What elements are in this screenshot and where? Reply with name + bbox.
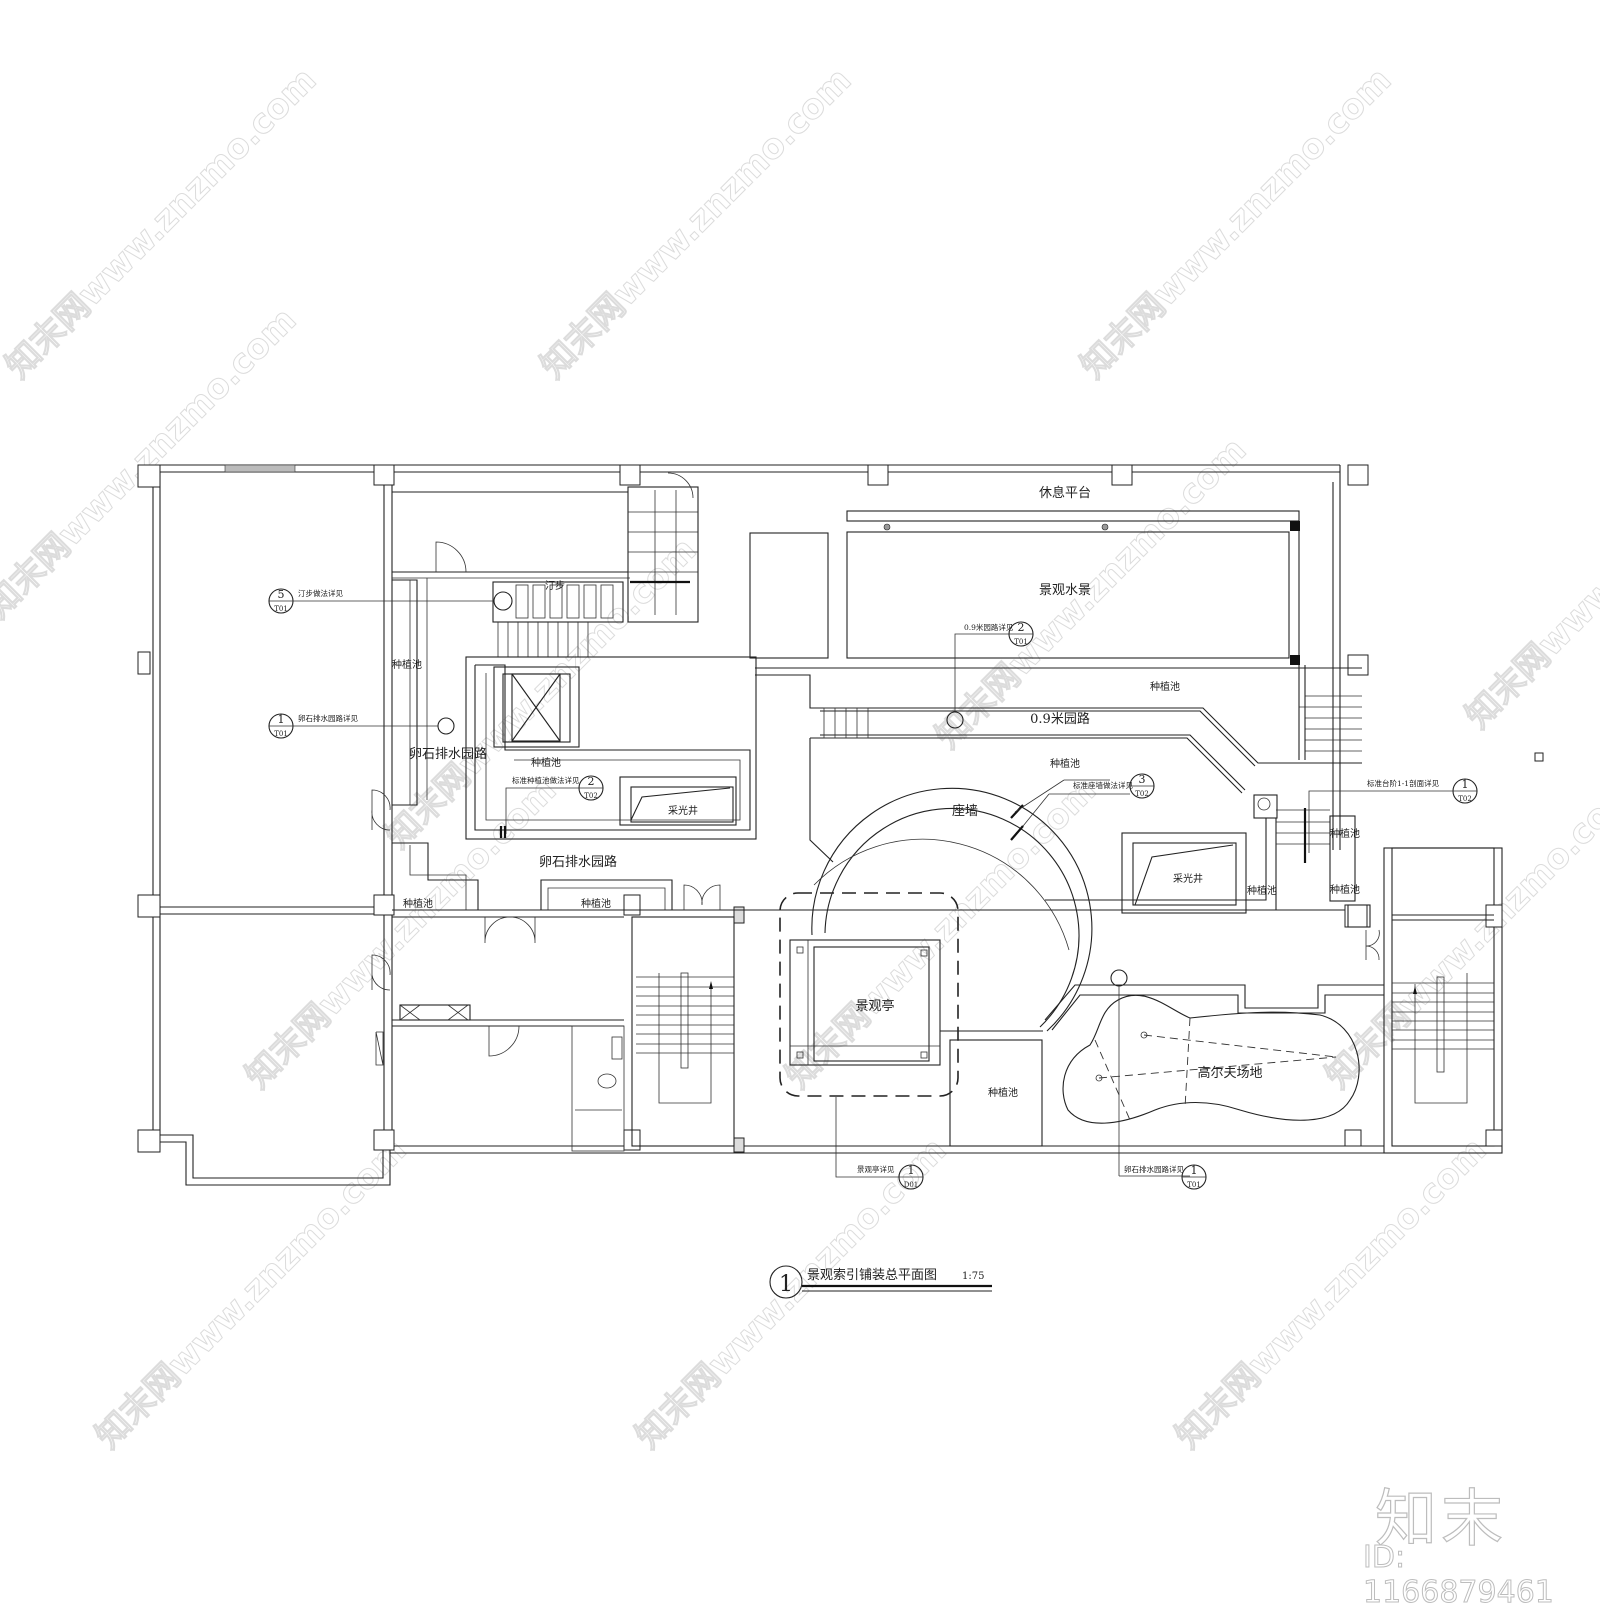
svg-text:5: 5	[278, 588, 285, 601]
stair-top	[627, 472, 699, 623]
label-seat-wall: 座墙	[952, 804, 978, 819]
svg-text:景观亭详见: 景观亭详见	[857, 1164, 895, 1174]
building-outline	[138, 464, 1503, 1186]
callout-standard-planter: 2 T02 标准种植池做法详见	[499, 775, 604, 838]
callouts: 5 T01 汀步做法详见 1 T01 卵石排水园路详见 2 T01 0.9米园路…	[268, 588, 1478, 1190]
label-planter: 种植池	[531, 756, 561, 769]
drawing-title: 景观索引铺装总平面图	[807, 1268, 937, 1283]
svg-text:T01: T01	[1014, 638, 1028, 646]
label-skylight: 采光井	[1173, 872, 1203, 885]
watermark-text: 知末网www.znzmo.com	[533, 60, 859, 386]
callout-pebble-path-bottom: 1 T01 卵石排水园路详见	[1124, 1164, 1207, 1190]
svg-text:T02: T02	[584, 792, 598, 800]
lamp-steps	[435, 541, 624, 657]
label-planter: 种植池	[1247, 884, 1277, 897]
corridor-rooms	[371, 789, 625, 1152]
area-labels: 休息平台 景观水景 种植池 0.9米园路 种植池 种植池 汀步 卵石排水园路 种…	[392, 485, 1360, 1099]
title-number: 1	[779, 1272, 793, 1297]
svg-text:1: 1	[1191, 1164, 1198, 1177]
label-rest-platform: 休息平台	[1039, 485, 1091, 501]
label-planter: 种植池	[1050, 757, 1080, 770]
label-lamp-steps: 汀步	[545, 580, 565, 592]
svg-text:0.9米园路详见: 0.9米园路详见	[964, 622, 1014, 632]
label-planter: 种植池	[1150, 680, 1180, 693]
label-skylight: 采光井	[668, 804, 698, 817]
label-water-feature: 景观水景	[1039, 583, 1091, 598]
right-skylight-block	[1045, 794, 1380, 961]
seat-wall	[811, 779, 1110, 1032]
label-planter: 种植池	[1330, 883, 1360, 896]
water-feature-area	[749, 510, 1362, 760]
svg-text:3: 3	[1139, 773, 1146, 786]
stair-middle	[631, 916, 735, 1147]
svg-text:1: 1	[908, 1164, 915, 1177]
svg-text:2: 2	[1018, 621, 1025, 634]
watermark-text: 知末网www.znzmo.com	[778, 770, 1104, 1096]
svg-text:D01: D01	[904, 1181, 919, 1189]
svg-text:标准台阶1-1剖面详见: 标准台阶1-1剖面详见	[1367, 778, 1440, 788]
svg-text:汀步做法详见: 汀步做法详见	[298, 588, 343, 598]
callout-standard-steps: 1 T02 标准台阶1-1剖面详见	[1308, 778, 1478, 853]
watermark-text: 知末网www.znzmo.com	[1073, 60, 1399, 386]
watermark-text: 知末网www.znzmo.com	[928, 430, 1254, 756]
path-09m	[755, 667, 1362, 863]
svg-text:T01: T01	[274, 730, 288, 738]
brand-logo-text: 知末	[1374, 1481, 1508, 1555]
watermark-text: 知末网www.znzmo.com	[1458, 410, 1600, 736]
watermark-text: 知末网www.znzmo.com	[1318, 770, 1600, 1096]
drawing-title-block: 1 景观索引铺装总平面图 1:75	[769, 1265, 992, 1299]
label-path-09m: 0.9米园路	[1030, 711, 1090, 727]
label-planter: 种植池	[581, 897, 611, 910]
callout-pebble-path: 1 T01 卵石排水园路详见	[268, 713, 455, 739]
svg-text:2: 2	[588, 775, 595, 788]
label-planter: 种植池	[392, 658, 422, 671]
stair-right	[1392, 914, 1494, 1104]
svg-text:T02: T02	[1135, 790, 1149, 798]
callout-seat-wall: 3 T02 标准座墙做法详见	[1010, 773, 1155, 841]
label-pebble-path: 卵石排水园路	[409, 746, 487, 762]
svg-text:1: 1	[1462, 778, 1469, 791]
planter-left-vertical	[392, 577, 630, 806]
golf-area	[949, 969, 1384, 1177]
label-planter: 种植池	[403, 897, 433, 910]
svg-text:1: 1	[278, 713, 285, 726]
svg-text:标准种植池做法详见: 标准种植池做法详见	[512, 775, 580, 785]
svg-text:T02: T02	[1458, 795, 1472, 803]
callout-path-09m: 2 T01 0.9米园路详见	[946, 621, 1034, 729]
watermark-text: 知末网www.znzmo.com	[88, 1130, 414, 1456]
pavilion	[779, 892, 959, 1097]
planter-skylight-block	[465, 656, 757, 840]
drawing-scale: 1:75	[962, 1271, 984, 1282]
label-golf-area: 高尔夫场地	[1197, 1065, 1262, 1081]
callout-lamp-steps: 5 T01 汀步做法详见	[268, 588, 494, 614]
label-pebble-path: 卵石排水园路	[539, 854, 617, 870]
label-planter: 种植池	[988, 1086, 1018, 1099]
steps-right	[1298, 665, 1362, 760]
svg-text:T01: T01	[1187, 1181, 1201, 1189]
svg-text:标准座墙做法详见: 标准座墙做法详见	[1073, 780, 1133, 790]
steps-lines	[497, 622, 589, 657]
watermark-layer: 知末网www.znzmo.com 知末网www.znzmo.com 知末网www…	[0, 60, 1600, 1457]
watermark-text: 知末网www.znzmo.com	[1168, 1130, 1494, 1456]
svg-text:卵石排水园路详见: 卵石排水园路详见	[1124, 1164, 1184, 1174]
callout-pavilion: 1 D01 景观亭详见	[835, 1097, 924, 1190]
label-planter: 种植池	[1330, 827, 1360, 840]
svg-text:卵石排水园路详见: 卵石排水园路详见	[298, 713, 358, 723]
label-pavilion: 景观亭	[855, 998, 894, 1014]
svg-text:T01: T01	[274, 605, 288, 613]
